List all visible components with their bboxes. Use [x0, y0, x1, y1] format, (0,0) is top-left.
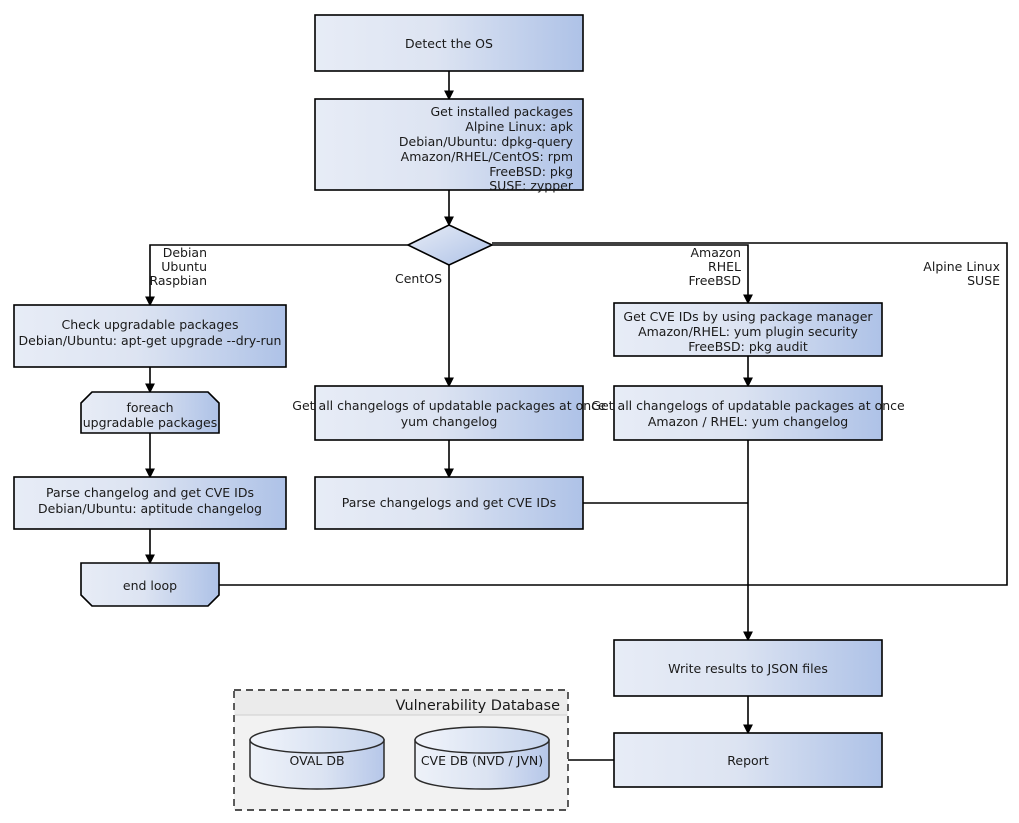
- node-check-upgradable-packages[interactable]: Check upgradable packages Debian/Ubuntu:…: [13, 304, 287, 368]
- branch-label-amazon: Amazon RHEL FreeBSD: [689, 245, 741, 288]
- node-changelogs-centos-line-0: Get all changelogs of updatable packages…: [292, 398, 606, 413]
- node-changelogs-amazon-line-0: Get all changelogs of updatable packages…: [591, 398, 905, 413]
- branch-label-debian-1: Ubuntu: [161, 259, 207, 274]
- node-write-results-json[interactable]: Write results to JSON files: [613, 639, 883, 697]
- node-parse-changelogs-centos[interactable]: Parse changelogs and get CVE IDs: [314, 476, 584, 530]
- node-detect-os[interactable]: Detect the OS: [314, 14, 584, 72]
- branch-label-debian-0: Debian: [163, 245, 207, 260]
- node-foreach-line-0: foreach: [126, 400, 173, 415]
- branch-label-alpine: Alpine Linux SUSE: [923, 259, 1000, 288]
- branch-label-amazon-2: FreeBSD: [689, 273, 741, 288]
- node-write-json-line-0: Write results to JSON files: [668, 661, 828, 676]
- node-get-installed-line-3: Amazon/RHEL/CentOS: rpm: [401, 149, 573, 164]
- node-get-installed-line-1: Alpine Linux: apk: [465, 119, 573, 134]
- branch-label-debian: Debian Ubuntu Raspbian: [149, 245, 207, 288]
- database-cve-db-label: CVE DB (NVD / JVN): [421, 753, 543, 768]
- node-get-cve-package-manager[interactable]: Get CVE IDs by using package manager Ama…: [613, 302, 883, 357]
- node-report-line-0: Report: [727, 753, 769, 768]
- connector-layer: [145, 71, 1008, 761]
- node-end-loop[interactable]: end loop: [80, 562, 220, 607]
- node-get-cve-pm-line-0: Get CVE IDs by using package manager: [623, 309, 873, 324]
- node-os-decision-diamond[interactable]: [406, 224, 494, 266]
- node-parse-changelog-deb-line-0: Parse changelog and get CVE IDs: [46, 485, 254, 500]
- connector-branch-debian: [145, 244, 408, 307]
- node-end-loop-line-0: end loop: [123, 578, 177, 593]
- node-parse-changelog-deb-line-1: Debian/Ubuntu: aptitude changelog: [38, 501, 262, 516]
- branch-label-debian-2: Raspbian: [149, 273, 207, 288]
- node-parse-changelog-debian[interactable]: Parse changelog and get CVE IDs Debian/U…: [13, 476, 287, 530]
- branch-label-amazon-0: Amazon: [690, 245, 741, 260]
- node-get-installed-line-4: FreeBSD: pkg: [489, 164, 573, 179]
- connector-branch-amazon: [492, 244, 753, 305]
- branch-label-centos: CentOS: [395, 271, 442, 286]
- connector-branch-alpine: [219, 242, 1008, 586]
- node-get-cve-pm-line-1: Amazon/RHEL: yum plugin security: [638, 324, 858, 339]
- node-parse-changelogs-centos-line-0: Parse changelogs and get CVE IDs: [342, 495, 556, 510]
- branch-label-alpine-1: SUSE: [967, 273, 1000, 288]
- database-oval-db-label: OVAL DB: [289, 753, 344, 768]
- branch-label-alpine-0: Alpine Linux: [923, 259, 1000, 274]
- node-get-installed-packages[interactable]: Get installed packages Alpine Linux: apk…: [314, 98, 584, 193]
- node-get-installed-line-2: Debian/Ubuntu: dpkg-query: [399, 134, 574, 149]
- node-changelogs-centos-line-1: yum changelog: [401, 414, 498, 429]
- branch-label-amazon-1: RHEL: [708, 259, 741, 274]
- group-title-label: Vulnerability Database: [396, 698, 561, 714]
- node-changelogs-amazon[interactable]: Get all changelogs of updatable packages…: [591, 385, 905, 441]
- node-get-cve-pm-line-2: FreeBSD: pkg audit: [688, 339, 808, 354]
- node-check-upgradable-line-0: Check upgradable packages: [62, 317, 239, 332]
- node-changelogs-centos[interactable]: Get all changelogs of updatable packages…: [292, 385, 606, 441]
- branch-label-centos-0: CentOS: [395, 271, 442, 286]
- group-vulnerability-database: Vulnerability Database OVAL DB CVE DB (N…: [233, 689, 569, 811]
- node-changelogs-amazon-line-1: Amazon / RHEL: yum changelog: [648, 414, 848, 429]
- node-detect-os-line-0: Detect the OS: [405, 36, 493, 51]
- node-report[interactable]: Report: [613, 732, 883, 788]
- node-check-upgradable-line-1: Debian/Ubuntu: apt-get upgrade --dry-run: [19, 333, 282, 348]
- database-cve-db[interactable]: CVE DB (NVD / JVN): [414, 726, 550, 790]
- node-get-installed-line-5: SUSE: zypper: [489, 178, 574, 193]
- node-foreach-loop-start[interactable]: foreach upgradable packages: [80, 391, 220, 434]
- database-oval-db[interactable]: OVAL DB: [249, 726, 385, 790]
- node-foreach-line-1: upgradable packages: [83, 415, 218, 430]
- node-get-installed-line-0: Get installed packages: [430, 104, 573, 119]
